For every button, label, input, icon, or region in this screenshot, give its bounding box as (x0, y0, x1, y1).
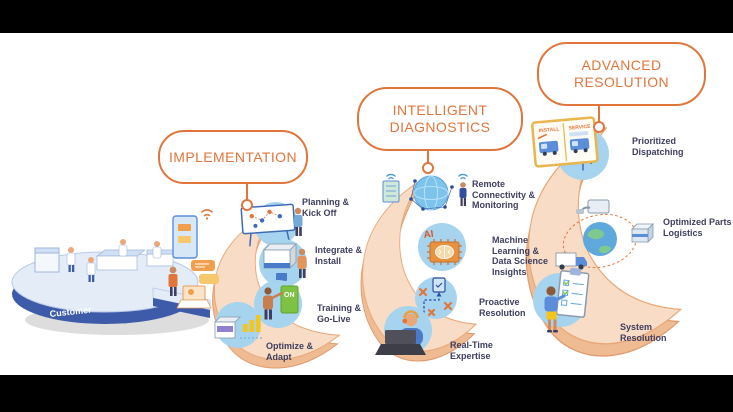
support-agent-icon (375, 306, 432, 355)
x-marks (418, 287, 453, 317)
dispatch-col-service: SERVICE (568, 124, 591, 132)
phase-bubble-intelligent-diagnostics: INTELLIGENT DIAGNOSTICS (357, 87, 523, 151)
person (544, 286, 566, 333)
person (459, 182, 467, 206)
lab-people (66, 239, 178, 296)
laptop-icon (375, 330, 426, 355)
lab-equipment (34, 247, 174, 273)
phase-title: INTELLIGENT DIAGNOSTICS (389, 102, 491, 135)
bubble-connector-resolution (593, 102, 605, 133)
step-label-machine-learning: Machine Learning & Data Science Insights (492, 235, 549, 277)
phase-title: ADVANCED RESOLUTION (573, 57, 669, 90)
dispatch-board: INSTALL SERVICE (531, 116, 599, 168)
step-label-planning-kickoff: Planning & Kick Off (302, 197, 349, 218)
step-label-remote-connectivity: Remote Connectivity & Monitoring (472, 179, 536, 210)
on-sign-label: ON (284, 292, 295, 299)
step-label-prioritized-dispatching: Prioritized Dispatching (632, 136, 684, 157)
letterbox-bar-bottom (0, 375, 733, 412)
laptop-video-call-icon (176, 285, 212, 309)
checklist-clipboard (555, 267, 590, 318)
bubble-connector-implementation (241, 180, 253, 211)
step-label-optimized-parts: Optimized Parts Logistics (663, 217, 732, 238)
letterbox-bar-top (0, 0, 733, 33)
step-label-system-resolution: System Resolution (620, 322, 667, 343)
kiosk-icon (172, 215, 198, 259)
phase-bubble-advanced-resolution: ADVANCED RESOLUTION (537, 42, 706, 106)
dispatch-board-icon: INSTALL SERVICE (531, 116, 609, 180)
person (294, 207, 303, 236)
van-icon (537, 133, 559, 156)
dispatch-col-install: INSTALL (539, 126, 560, 134)
step-label-proactive-resolution: Proactive Resolution (479, 297, 526, 318)
ai-chip-icon: AI (418, 223, 466, 271)
planning-board-icon (240, 202, 303, 247)
proactive-strategy-icon (415, 277, 457, 319)
truck-icon (555, 252, 587, 270)
step-label-training-golive: Training & Go-Live (317, 303, 362, 324)
step-label-optimize-adapt: Optimize & Adapt (266, 341, 314, 362)
bubble-connector-diagnostics (422, 147, 434, 174)
van-icon (569, 131, 590, 154)
parts-logistics-globe-icon (555, 199, 654, 270)
step-label-realtime-expertise: Real-Time Expertise (450, 340, 493, 361)
parts-box-icon (631, 223, 654, 243)
chat-bubbles-icon (191, 260, 219, 284)
step-label-integrate-install: Integrate & Install (315, 245, 363, 266)
system-checklist-icon (533, 267, 590, 333)
phase-title: IMPLEMENTATION (169, 148, 297, 165)
customer-platform-illustration: Customer (11, 209, 219, 335)
globe (583, 222, 617, 256)
person (263, 287, 284, 320)
wifi-icon (201, 209, 213, 220)
training-on-sign-icon: ON (254, 280, 302, 328)
install-machine-icon (259, 239, 307, 287)
wifi-icon (386, 173, 468, 180)
person (297, 248, 307, 278)
customer-contact-person (168, 266, 178, 296)
remote-globe-icon (382, 173, 468, 211)
ai-label: AI (423, 229, 435, 241)
optimize-chart-icon (214, 302, 264, 348)
scanner-icon (576, 199, 610, 214)
customer-label: Customer (49, 305, 92, 319)
phase-bubble-implementation: IMPLEMENTATION (158, 130, 308, 184)
